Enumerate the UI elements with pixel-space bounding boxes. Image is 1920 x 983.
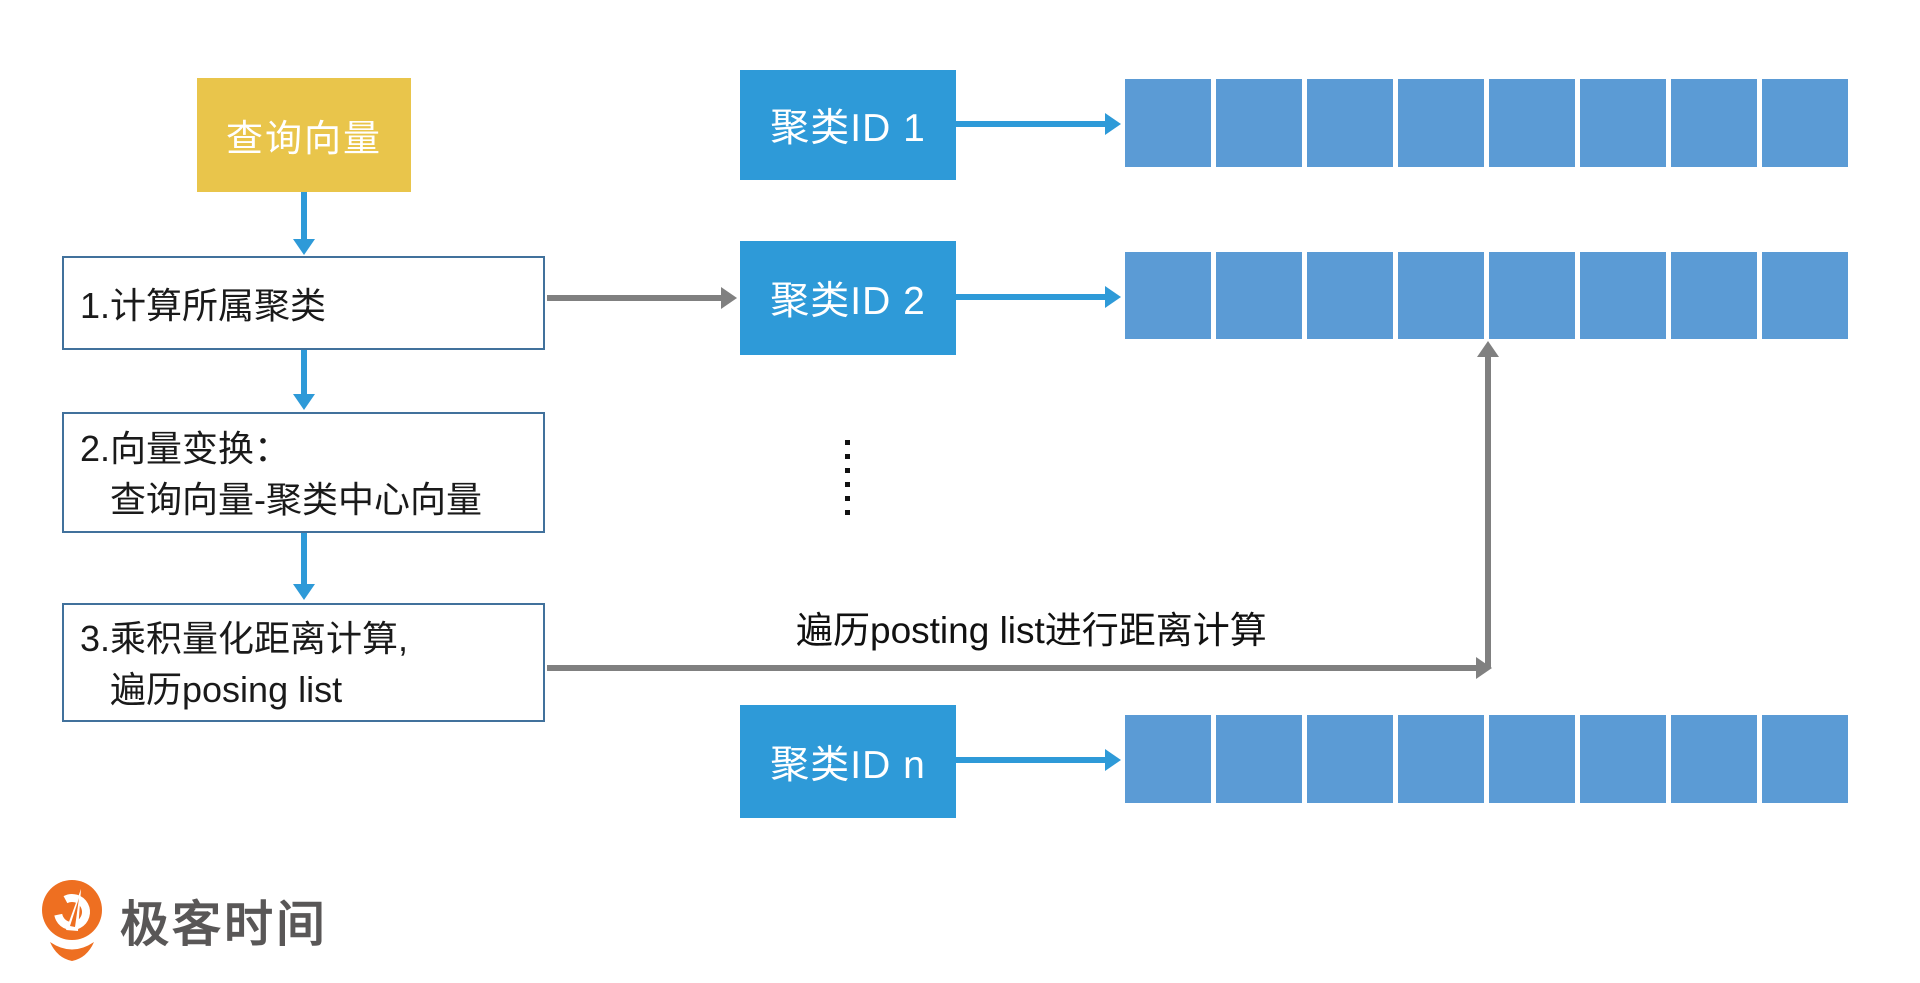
arrow-step1-to-step2	[301, 350, 307, 395]
traverse-posting-list-label: 遍历posting list进行距离计算	[796, 610, 1267, 651]
dot	[845, 454, 850, 459]
brand-name: 极客时间	[120, 897, 329, 952]
ellipsis-dots	[845, 440, 850, 515]
step1-line1: 1.计算所属聚类	[80, 285, 327, 326]
query-vector-box: 查询向量	[197, 78, 411, 192]
step2-line1: 2.向量变换：	[80, 428, 291, 469]
posting-cell	[1762, 79, 1848, 167]
step-box-1: 1.计算所属聚类	[62, 256, 545, 350]
posting-cell	[1671, 252, 1757, 339]
posting-cell	[1580, 79, 1666, 167]
posting-cell	[1216, 79, 1302, 167]
posting-cell	[1216, 715, 1302, 803]
posting-cell	[1671, 79, 1757, 167]
step2-line2: 查询向量-聚类中心向量	[110, 479, 482, 520]
posting-cell	[1489, 715, 1575, 803]
posting-cell	[1216, 252, 1302, 339]
posting-cell	[1489, 79, 1575, 167]
posting-cell	[1307, 79, 1393, 167]
posting-cell	[1398, 715, 1484, 803]
posting-cell	[1125, 715, 1211, 803]
posting-cell	[1762, 252, 1848, 339]
dot	[845, 496, 850, 501]
step-box-3: 3.乘积量化距离计算, 遍历posing list	[62, 603, 545, 722]
arrow-step2-to-step3	[301, 533, 307, 585]
arrow-step3-traverse	[547, 665, 1477, 671]
cluster-id-2-box: 聚类ID 2	[740, 241, 956, 355]
posting-cell	[1398, 252, 1484, 339]
posting-cell	[1671, 715, 1757, 803]
cluster-id-1-box: 聚类ID 1	[740, 70, 956, 180]
posting-cell	[1489, 252, 1575, 339]
posting-cell	[1125, 79, 1211, 167]
posting-cell	[1580, 715, 1666, 803]
arrow-cluster2-to-row2	[956, 294, 1106, 300]
geektime-logo-icon	[42, 880, 102, 961]
posting-list-row-n	[1125, 715, 1848, 803]
arrow-clustern-to-rown	[956, 757, 1106, 763]
arrow-query-to-step1	[301, 192, 307, 240]
arrow-step1-to-cluster2	[547, 295, 722, 301]
posting-cell	[1125, 252, 1211, 339]
arrow-cluster1-to-row1	[956, 121, 1106, 127]
dot	[845, 468, 850, 473]
dot	[845, 510, 850, 515]
step3-line1: 3.乘积量化距离计算,	[80, 618, 409, 659]
posting-list-row-1	[1125, 79, 1848, 167]
step3-line2: 遍历posing list	[110, 669, 343, 710]
step-box-2: 2.向量变换： 查询向量-聚类中心向量	[62, 412, 545, 533]
posting-cell	[1762, 715, 1848, 803]
arrow-traverse-up-to-row2	[1485, 356, 1491, 668]
dot	[845, 440, 850, 445]
posting-cell	[1307, 715, 1393, 803]
posting-list-row-2	[1125, 252, 1848, 339]
dot	[845, 482, 850, 487]
posting-cell	[1307, 252, 1393, 339]
posting-cell	[1398, 79, 1484, 167]
brand-footer: 极客时间	[40, 878, 328, 962]
posting-cell	[1580, 252, 1666, 339]
cluster-id-n-box: 聚类ID n	[740, 705, 956, 818]
